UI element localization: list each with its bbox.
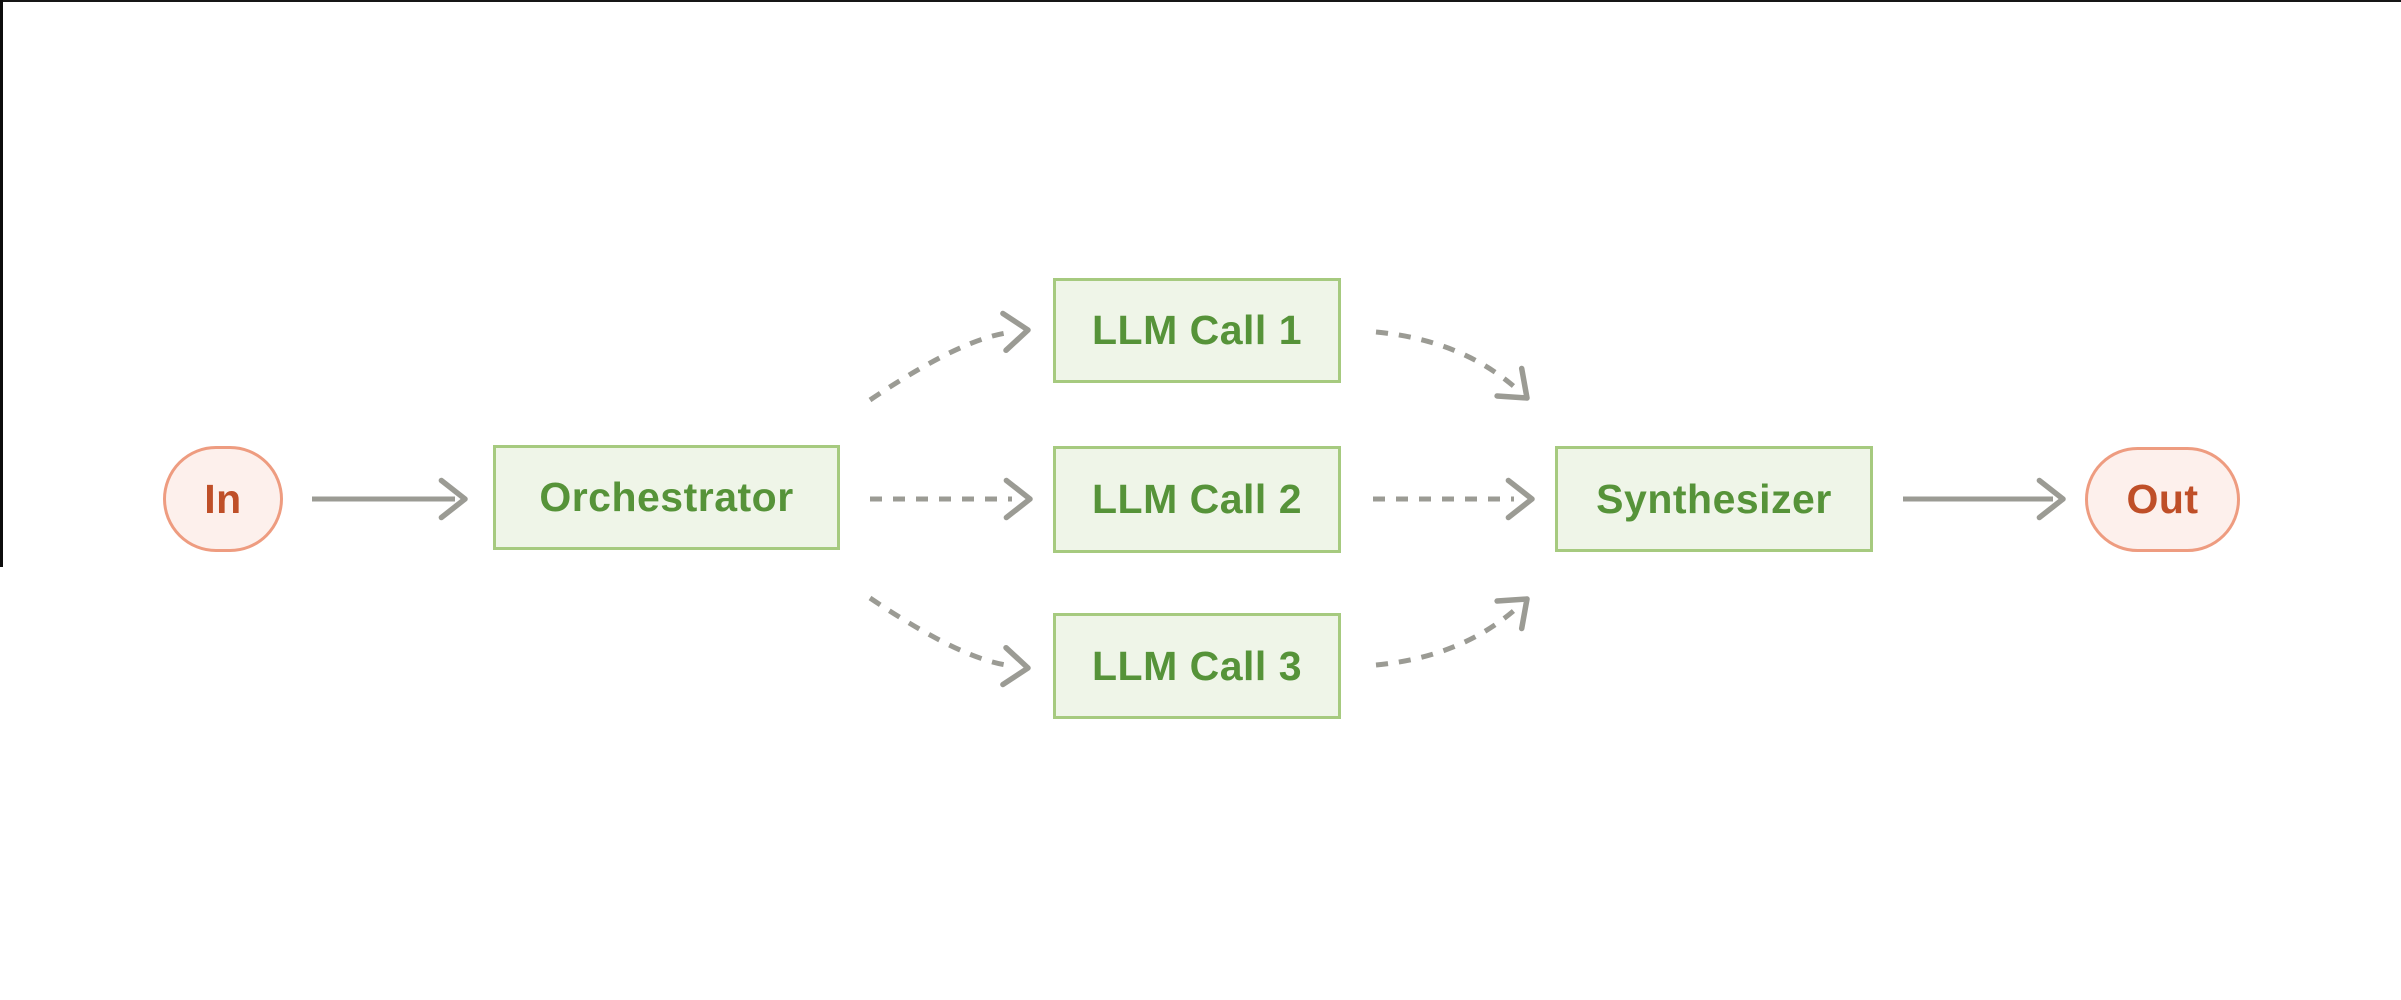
node-in-label: In: [204, 475, 242, 522]
left-border-line: [0, 0, 3, 567]
edge-orchestrator-to-llm1: [868, 310, 1031, 403]
node-out: Out: [2085, 447, 2240, 552]
node-orchestrator-label: Orchestrator: [539, 474, 794, 520]
node-synthesizer-label: Synthesizer: [1596, 475, 1832, 522]
edge-orchestrator-to-llm3: [868, 595, 1031, 688]
node-synthesizer: Synthesizer: [1555, 446, 1873, 552]
node-orchestrator: Orchestrator: [493, 445, 840, 550]
edge-synthesizer-to-out: [1903, 477, 2066, 521]
node-in: In: [163, 446, 283, 552]
node-llm-call-1: LLM Call 1: [1053, 278, 1341, 383]
edge-in-to-orchestrator: [312, 477, 468, 521]
edge-llm2-to-synthesizer: [1373, 477, 1535, 521]
edge-orchestrator-to-llm2: [870, 477, 1033, 521]
node-llm-call-1-label: LLM Call 1: [1091, 307, 1303, 353]
node-llm-call-2-label: LLM Call 2: [1091, 476, 1303, 522]
edge-llm1-to-synthesizer: [1375, 329, 1530, 401]
node-llm-call-2: LLM Call 2: [1053, 446, 1341, 553]
edge-llm3-to-synthesizer: [1375, 596, 1530, 668]
node-llm-call-3: LLM Call 3: [1053, 613, 1341, 719]
node-out-label: Out: [2126, 476, 2199, 522]
top-border-line: [0, 0, 2401, 2]
node-llm-call-3-label: LLM Call 3: [1091, 642, 1303, 689]
